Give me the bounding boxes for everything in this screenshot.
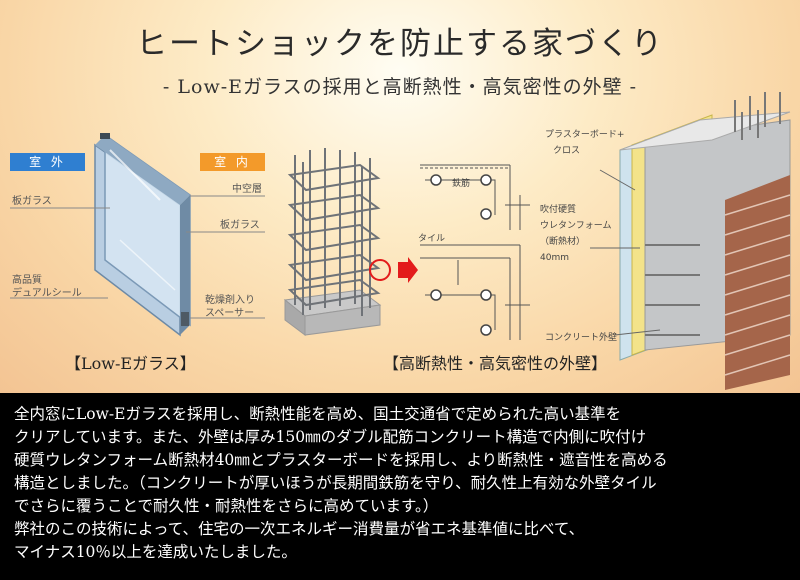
- label-foam-line-2: ウレタンフォーム: [540, 220, 611, 231]
- caption-exterior-wall: 【高断熱性・高気密性の外壁】: [383, 354, 608, 373]
- label-foam-line-4: 40mm: [540, 253, 569, 263]
- label-pane-outside: 板ガラス: [12, 194, 52, 207]
- description-line: でさらに覆うことで耐久性・耐熱性をさらに高めています。）: [14, 497, 439, 515]
- label-seal-line-2: デュアルシール: [12, 286, 82, 299]
- description-line: クリアしています。また、外壁は厚み150㎜のダブル配筋コンクリート構造で内側に吹…: [14, 428, 647, 446]
- label-foam: 吹付硬質 ウレタンフォーム （断熱材） 40mm: [540, 203, 614, 263]
- page-subtitle: - Low-Eガラスの採用と高断熱性・高気密性の外壁 -: [162, 76, 638, 98]
- description-line: 構造としました。（コンクリートが厚いほうが長期間鉄筋を守り、耐久性上有効な外壁タ…: [14, 474, 657, 492]
- label-spacer-line-2: スペーサー: [205, 307, 254, 319]
- arrow-right-icon: [398, 257, 418, 283]
- label-foam-line-1: 吹付硬質: [540, 203, 576, 215]
- description-line: マイナス10％以上を達成いたしました。: [14, 543, 297, 561]
- label-air-gap: 中空層: [232, 182, 262, 195]
- description-line: 弊社のこの技術によって、住宅の一次エネルギー消費量が省エネ基準値に比べて、: [14, 520, 585, 538]
- rebar-cage-illustration: [283, 148, 382, 336]
- label-tile: タイル: [418, 233, 445, 244]
- low-e-glass-illustration: 板ガラス 高品質 デュアルシール 中空層 板ガラス 乾燥剤入り スペーサー: [10, 133, 265, 337]
- illustration-canvas: 板ガラス 高品質 デュアルシール 中空層 板ガラス 乾燥剤入り スペーサー: [10, 92, 791, 390]
- label-board-line-2: クロス: [553, 145, 580, 156]
- inside-tag: 室 内: [200, 153, 265, 171]
- label-spacer: 乾燥剤入り スペーサー: [205, 293, 258, 319]
- wall-section-diagram: [420, 164, 530, 340]
- label-board-line-1: プラスターボード+: [545, 129, 624, 140]
- description-line: 硬質ウレタンフォーム断熱材40㎜とプラスターボードを採用し、より断熱性・遮音性を…: [14, 451, 668, 469]
- label-board: プラスターボード+ クロス: [545, 129, 627, 156]
- label-seal-line-1: 高品質: [12, 273, 42, 286]
- label-rebar: 鉄筋: [452, 177, 470, 189]
- caption-low-e-glass: 【Low-Eガラス】: [65, 354, 196, 373]
- page-title: ヒートショックを防止する家づくり: [136, 26, 664, 62]
- wall-3d-illustration: [590, 92, 791, 390]
- label-concrete: コンクリート外壁: [545, 331, 617, 343]
- outside-tag: 室 外: [10, 153, 85, 171]
- label-pane-inside: 板ガラス: [220, 218, 260, 231]
- label-seal: 高品質 デュアルシール: [12, 273, 82, 299]
- magnifier-circle: [369, 259, 391, 281]
- label-foam-line-3: （断熱材）: [540, 235, 585, 247]
- label-spacer-line-1: 乾燥剤入り: [205, 293, 255, 306]
- description-line: 全内窓にLow-Eガラスを採用し、断熱性能を高め、国土交通省で定められた高い基準…: [14, 405, 622, 423]
- description-panel: 全内窓にLow-Eガラスを採用し、断熱性能を高め、国土交通省で定められた高い基準…: [0, 393, 800, 580]
